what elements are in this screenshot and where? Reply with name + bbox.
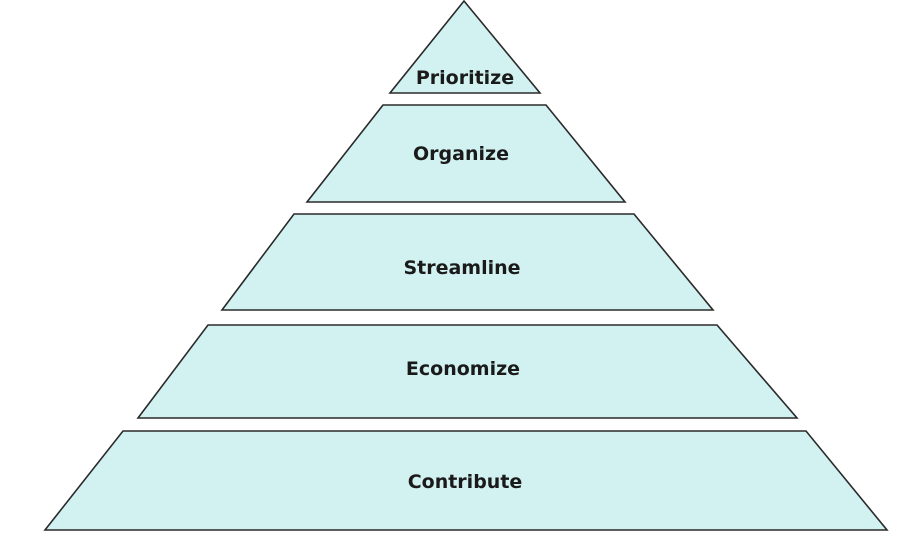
tier-label-streamline: Streamline — [403, 257, 520, 279]
tier-shape-organize — [305, 104, 627, 203]
pyramid-tier-contribute: Contribute — [43, 430, 889, 531]
tier-label-prioritize: Prioritize — [416, 67, 514, 89]
tier-shape-economize — [136, 324, 799, 419]
pyramid-tier-economize: Economize — [136, 324, 799, 419]
pyramid-tier-streamline: Streamline — [220, 213, 715, 311]
tier-shape-streamline — [220, 213, 715, 311]
tier-shape-prioritize — [388, 0, 542, 94]
tier-shape-contribute — [43, 430, 889, 531]
tier-label-organize: Organize — [413, 143, 509, 165]
pyramid-tier-organize: Organize — [305, 104, 627, 203]
tier-label-economize: Economize — [406, 358, 520, 380]
tier-label-contribute: Contribute — [408, 471, 523, 493]
pyramid-tier-prioritize: Prioritize — [388, 0, 542, 94]
